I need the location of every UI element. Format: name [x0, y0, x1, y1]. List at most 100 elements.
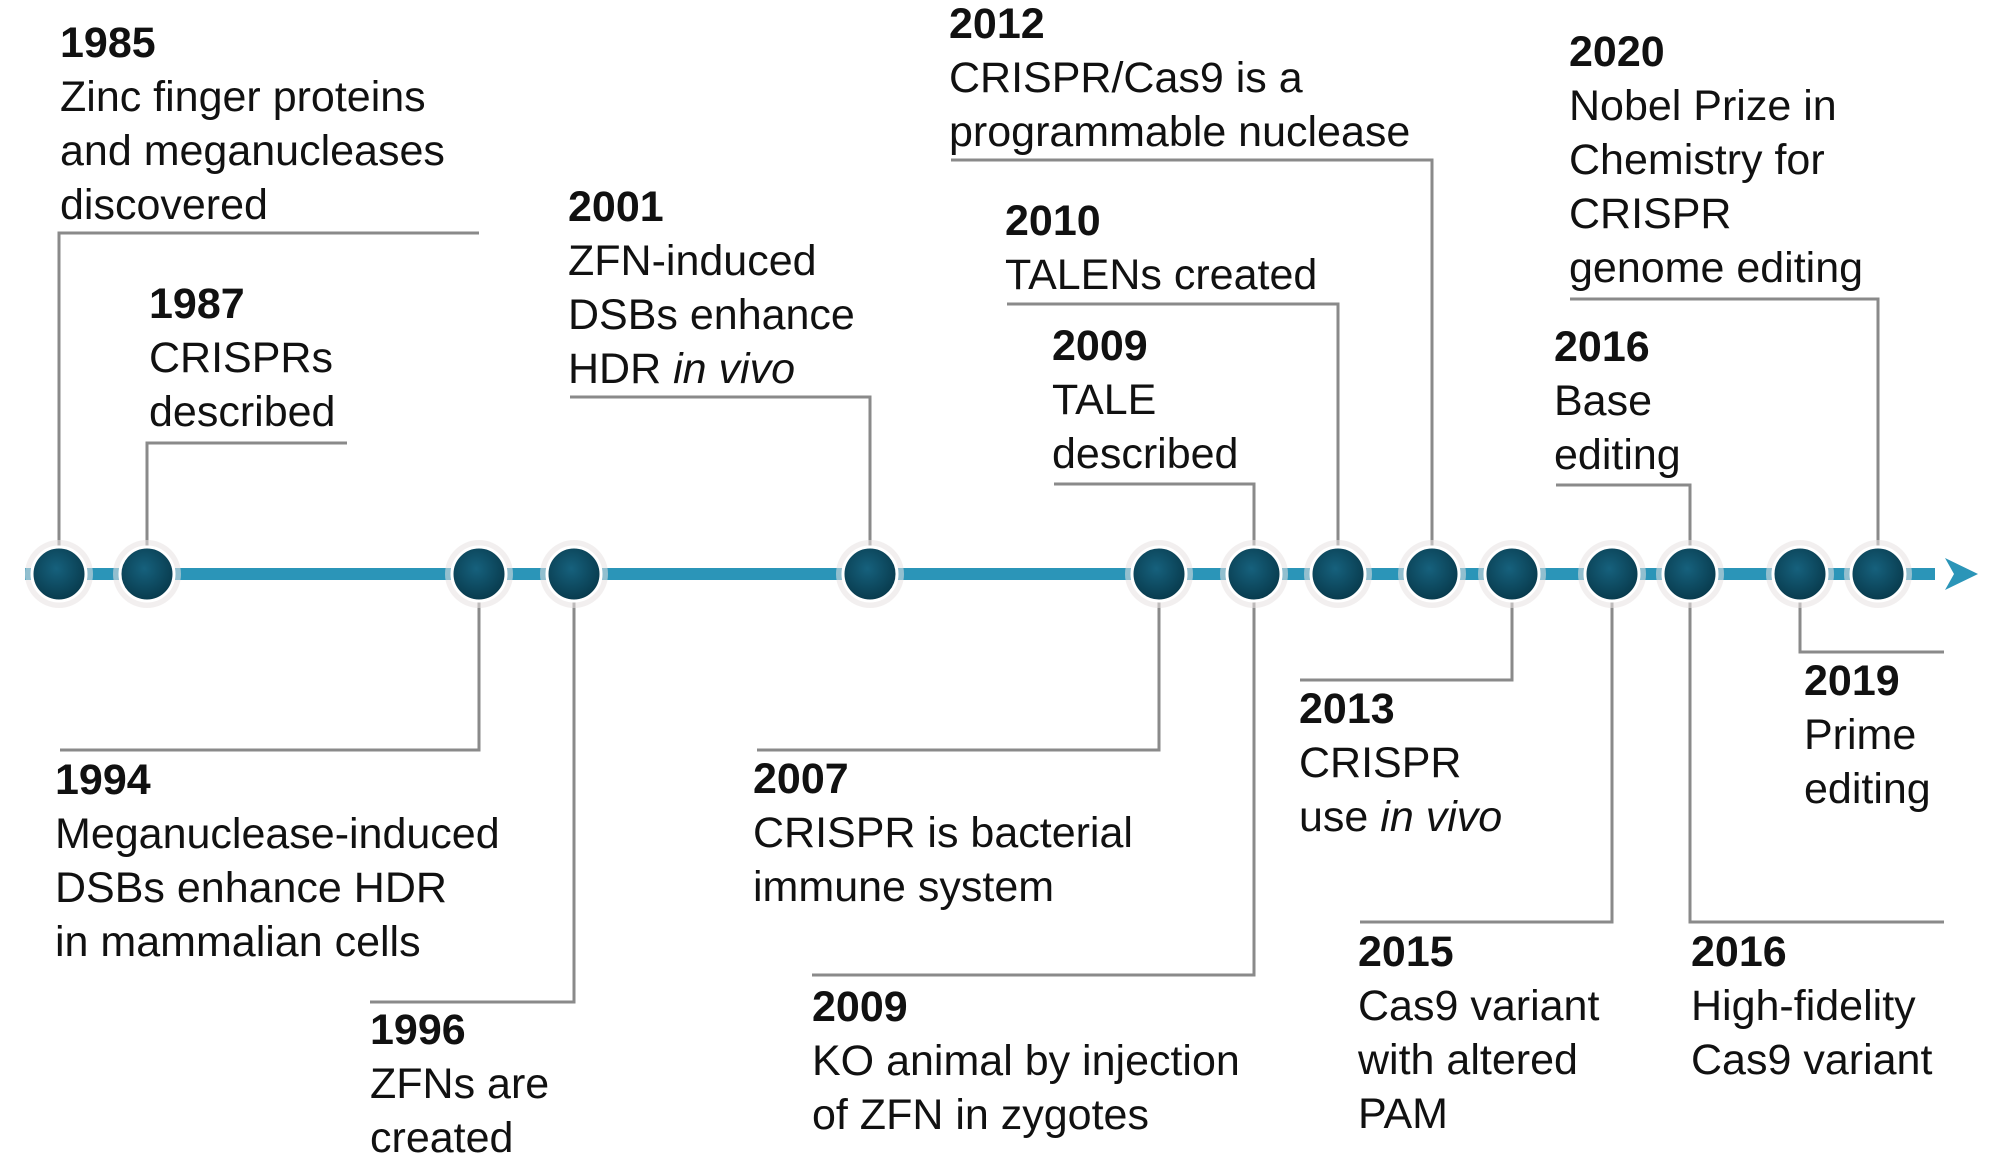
- timeline-node-5: [841, 545, 899, 603]
- event-year: 1985: [60, 19, 156, 67]
- event-text: described: [1052, 430, 1239, 478]
- event-text: KO animal by injection: [812, 1037, 1240, 1085]
- event-text: and meganucleases: [60, 127, 445, 175]
- event-text: Cas9 variant: [1358, 982, 1600, 1030]
- event-year: 2012: [949, 0, 1045, 48]
- event-year: 2016: [1691, 928, 1787, 976]
- connector-2010: [1007, 302, 1340, 574]
- event-2015-label: 2015 Cas9 variant with altered PAM: [1358, 925, 1599, 1141]
- event-text: editing: [1804, 765, 1931, 813]
- connector-lines: [57, 158, 1944, 1004]
- event-2016-highfidelity-label: 2016 High-fidelity Cas9 variant: [1691, 925, 1932, 1087]
- event-text: ZFN-induced: [568, 237, 817, 285]
- timeline-node-8: [1309, 545, 1367, 603]
- event-text: genome editing: [1569, 244, 1864, 292]
- timeline-node-13: [1771, 545, 1829, 603]
- event-text: HDR in vivo: [568, 342, 855, 396]
- event-year: 1987: [149, 280, 245, 328]
- timeline-node-11: [1583, 545, 1641, 603]
- timeline-node-12: [1661, 545, 1719, 603]
- timeline-node-4: [545, 545, 603, 603]
- timeline-node-6: [1130, 545, 1188, 603]
- timeline-node-10: [1483, 545, 1541, 603]
- event-year: 1996: [370, 1006, 466, 1054]
- event-text: described: [149, 388, 336, 436]
- event-2007-label: 2007 CRISPR is bacterial immune system: [753, 752, 1133, 914]
- event-2016-base-label: 2016 Base editing: [1554, 320, 1681, 482]
- timeline-node-9: [1403, 545, 1461, 603]
- connector-2016-highfidelity: [1688, 574, 1944, 924]
- event-text: Cas9 variant: [1691, 1036, 1933, 1084]
- timeline-node-2: [118, 545, 176, 603]
- event-text: Prime: [1804, 711, 1917, 759]
- event-year: 2009: [1052, 322, 1148, 370]
- timeline-node-3: [450, 545, 508, 603]
- event-text: created: [370, 1114, 514, 1162]
- event-text: TALENs created: [1005, 251, 1318, 299]
- event-text: discovered: [60, 181, 268, 229]
- event-text-plain: HDR: [568, 345, 674, 393]
- event-text: Base: [1554, 377, 1653, 425]
- event-year: 2016: [1554, 323, 1650, 371]
- event-2009-ko-label: 2009 KO animal by injection of ZFN in zy…: [812, 980, 1240, 1142]
- event-text: DSBs enhance HDR: [55, 864, 447, 912]
- event-1996-label: 1996 ZFNs are created: [370, 1003, 549, 1165]
- event-year: 2009: [812, 983, 908, 1031]
- event-text: CRISPR/Cas9 is a: [949, 54, 1303, 102]
- event-1985-label: 1985 Zinc finger proteins and meganuclea…: [60, 16, 445, 232]
- event-text: Zinc finger proteins: [60, 73, 426, 121]
- event-1994-label: 1994 Meganuclease-induced DSBs enhance H…: [55, 753, 500, 969]
- event-year: 2010: [1005, 197, 1101, 245]
- event-text: with altered: [1358, 1036, 1578, 1084]
- timeline-node-14: [1849, 545, 1907, 603]
- event-year: 2007: [753, 755, 849, 803]
- event-text: DSBs enhance: [568, 291, 855, 339]
- event-text-italic: in vivo: [1380, 793, 1503, 841]
- event-2020-label: 2020 Nobel Prize in Chemistry for CRISPR…: [1569, 25, 1863, 295]
- event-year: 2020: [1569, 28, 1665, 76]
- timeline-arrowhead-icon: [1945, 558, 1978, 590]
- connector-2007: [757, 574, 1161, 752]
- event-1987-label: 1987 CRISPRs described: [149, 277, 335, 439]
- event-text: CRISPR: [1299, 739, 1462, 787]
- event-year: 2019: [1804, 657, 1900, 705]
- event-text: Chemistry for: [1569, 136, 1825, 184]
- event-text: editing: [1554, 431, 1681, 479]
- timeline-node-1: [30, 545, 88, 603]
- event-2019-label: 2019 Prime editing: [1804, 654, 1931, 816]
- event-text: CRISPRs: [149, 334, 333, 382]
- connector-1996: [370, 574, 576, 1004]
- connector-2015: [1360, 574, 1614, 924]
- event-2009-tale-label: 2009 TALE described: [1052, 319, 1238, 481]
- event-text: Meganuclease-induced: [55, 810, 500, 858]
- event-text-plain: use: [1299, 793, 1381, 841]
- event-2010-label: 2010 TALENs created: [1005, 194, 1317, 302]
- event-year: 2013: [1299, 685, 1395, 733]
- event-text: of ZFN in zygotes: [812, 1091, 1149, 1139]
- event-year: 2015: [1358, 928, 1454, 976]
- event-2013-label: 2013 CRISPR use in vivo: [1299, 682, 1502, 844]
- event-text: immune system: [753, 863, 1055, 911]
- event-year: 1994: [55, 756, 151, 804]
- event-text-italic: in vivo: [673, 345, 795, 393]
- event-year: 2001: [568, 183, 664, 231]
- connector-1985: [57, 231, 479, 574]
- event-text: use in vivo: [1299, 790, 1502, 844]
- event-text: ZFNs are: [370, 1060, 550, 1108]
- connector-2009-ko: [812, 574, 1256, 977]
- connector-2012: [951, 158, 1434, 574]
- event-text: TALE: [1052, 376, 1157, 424]
- event-2001-label: 2001 ZFN-induced DSBs enhance HDR in viv…: [568, 180, 855, 396]
- event-text: CRISPR: [1569, 190, 1732, 238]
- event-text: in mammalian cells: [55, 918, 421, 966]
- connector-2001: [570, 395, 872, 574]
- event-text: PAM: [1358, 1090, 1448, 1138]
- event-text: CRISPR is bacterial: [753, 809, 1133, 857]
- connector-2020: [1570, 297, 1880, 574]
- event-text: High-fidelity: [1691, 982, 1916, 1030]
- event-text: Nobel Prize in: [1569, 82, 1837, 130]
- connector-1994: [60, 574, 481, 752]
- connector-2013: [1300, 574, 1514, 682]
- connector-1987: [145, 441, 347, 574]
